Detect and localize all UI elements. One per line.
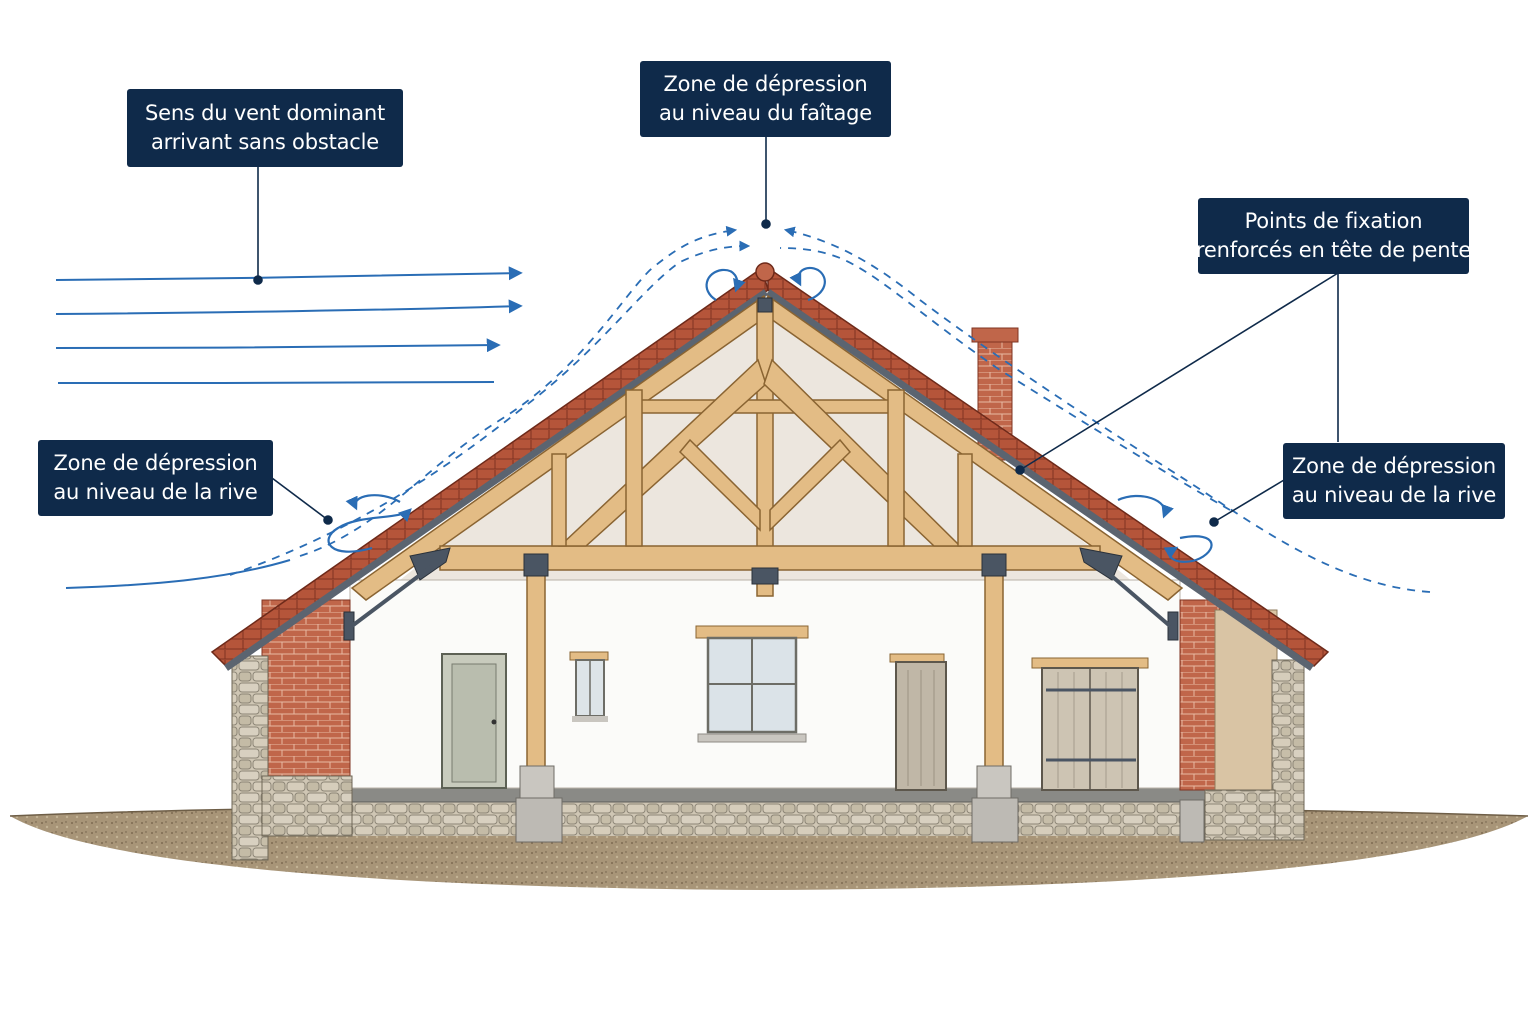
left-brick-wall: [261, 599, 351, 791]
right-stone-pier: [1271, 659, 1305, 841]
right-column-base: [976, 765, 1012, 799]
barn-door: [1031, 657, 1149, 791]
callout-fixing-line1: Points de fixation: [1244, 209, 1423, 233]
left-door: [441, 653, 507, 789]
callout-ridge-line1: Zone de dépression: [663, 72, 868, 96]
right-brick-wall: [1179, 599, 1221, 791]
right-column-footing: [971, 797, 1019, 843]
callout-left-rive-line2: au niveau de la rive: [53, 480, 258, 504]
callout-ridge-depression: Zone de dépression au niveau du faîtage: [640, 61, 891, 137]
callout-right-rive-depression: Zone de dépression au niveau de la rive: [1283, 443, 1505, 519]
chimney-cap: [971, 327, 1019, 343]
wind-arrows: [55, 266, 523, 589]
roof-underlay-left: [224, 289, 768, 671]
timber-frame: [350, 294, 1184, 771]
callout-right-rive-line1: Zone de dépression: [1291, 454, 1496, 478]
ridge-tile: [755, 262, 775, 282]
center-right-door: [889, 653, 947, 791]
vortex-swirls: [327, 266, 1213, 563]
left-column-footing: [515, 797, 563, 843]
callout-ridge-line2: au niveau du faîtage: [659, 101, 872, 125]
leader-lines: [253, 136, 1339, 527]
callout-wind-line2: arrivant sans obstacle: [151, 130, 379, 154]
right-stone-base: [1204, 789, 1276, 841]
callout-fixing-line2: renforcés en tête de pente: [1195, 238, 1472, 262]
callout-left-rive-depression: Zone de dépression au niveau de la rive: [38, 440, 273, 516]
roof-underlay-right: [766, 289, 1314, 671]
callout-wind-direction: Sens du vent dominant arrivant sans obst…: [127, 89, 403, 167]
right-plaster-wall: [1214, 609, 1278, 801]
main-window: [695, 625, 809, 743]
callout-fixing-points: Points de fixation renforcés en tête de …: [1195, 198, 1472, 274]
callout-left-rive-line1: Zone de dépression: [53, 451, 258, 475]
foundation-rubble: [350, 800, 1200, 836]
right-wall-footing: [1179, 799, 1205, 843]
left-column-base: [519, 765, 555, 799]
steel-brackets: [343, 297, 1179, 641]
left-stone-base: [261, 775, 353, 837]
small-window: [569, 651, 609, 722]
callout-right-rive-line2: au niveau de la rive: [1291, 483, 1497, 507]
roof-right-tiles: [767, 266, 1330, 667]
airflow-dashed-lines: [229, 225, 1431, 593]
callout-wind-line1: Sens du vent dominant: [144, 101, 386, 125]
